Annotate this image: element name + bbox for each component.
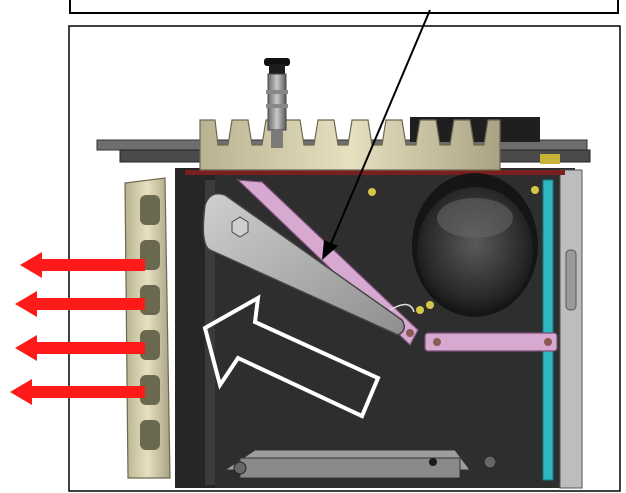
hot-air-exhaust-arrow — [20, 252, 145, 278]
hot-air-exhaust-arrow — [15, 291, 145, 317]
fan — [368, 173, 539, 317]
airflow-direction-arrow — [202, 294, 381, 419]
callout-box — [69, 0, 619, 14]
hot-air-exhaust-arrow — [15, 335, 145, 361]
flap-plate — [202, 193, 415, 336]
callout-leader-arrow — [322, 9, 431, 260]
cyan-rail — [542, 179, 554, 481]
bottom-bracket — [223, 449, 497, 479]
adjustment-knob-icon — [264, 58, 290, 148]
left-heatsink — [124, 177, 171, 479]
hot-air-exhaust-arrow — [10, 379, 145, 405]
